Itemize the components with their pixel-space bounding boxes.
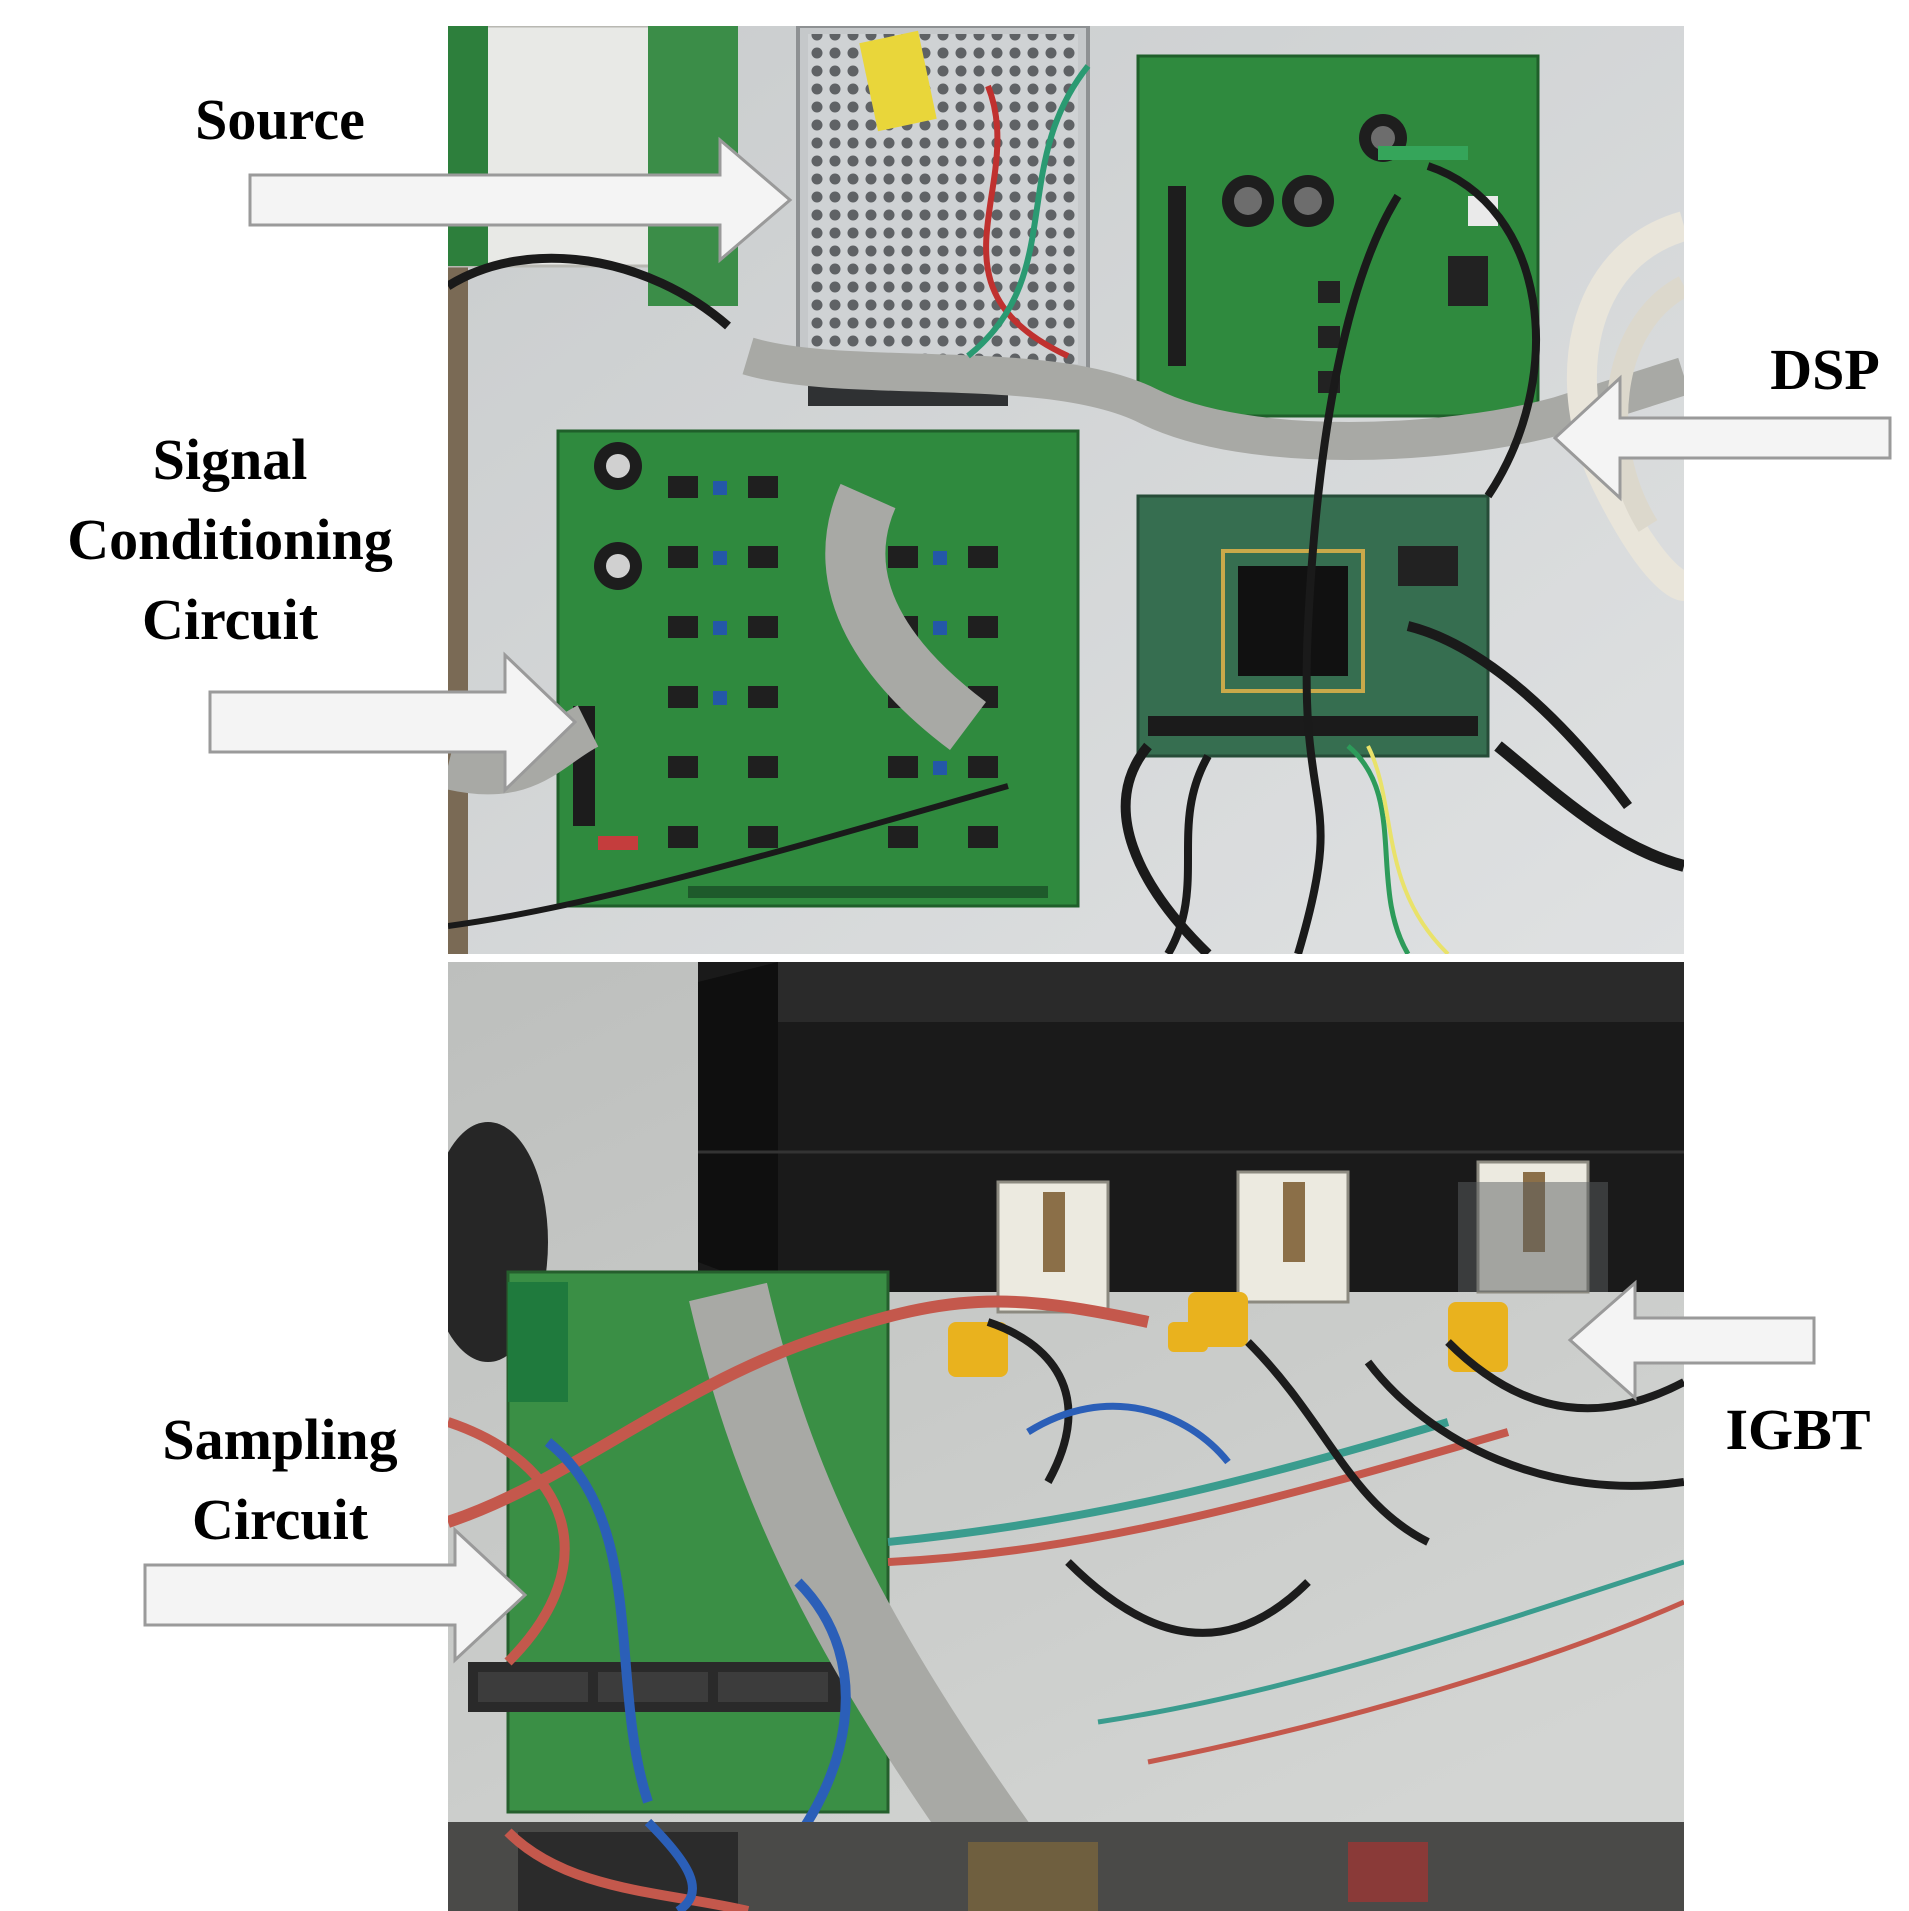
label-dsp: DSP bbox=[1740, 330, 1909, 410]
signal-conditioning-board bbox=[556, 429, 1080, 908]
label-signal-conditioning-circuit: Signal Conditioning Circuit bbox=[10, 420, 450, 660]
power-supply bbox=[796, 26, 1090, 406]
photo-power-stage bbox=[448, 962, 1684, 1911]
label-igbt-text: IGBT bbox=[1725, 1397, 1871, 1462]
igbt-modules bbox=[996, 1160, 1608, 1314]
label-source-text: Source bbox=[195, 87, 365, 152]
label-sampling-circuit: Sampling Circuit bbox=[120, 1400, 440, 1560]
label-sampling-line2: Circuit bbox=[191, 1487, 369, 1552]
label-source: Source bbox=[120, 80, 440, 160]
label-dsp-text: DSP bbox=[1770, 337, 1880, 402]
label-signal-line3: Circuit bbox=[141, 587, 319, 652]
label-sampling-line1: Sampling bbox=[162, 1407, 398, 1472]
label-igbt: IGBT bbox=[1688, 1390, 1908, 1470]
label-signal-line2: Conditioning bbox=[67, 507, 393, 572]
label-signal-line1: Signal bbox=[152, 427, 308, 492]
photo-control-boards bbox=[448, 26, 1684, 954]
